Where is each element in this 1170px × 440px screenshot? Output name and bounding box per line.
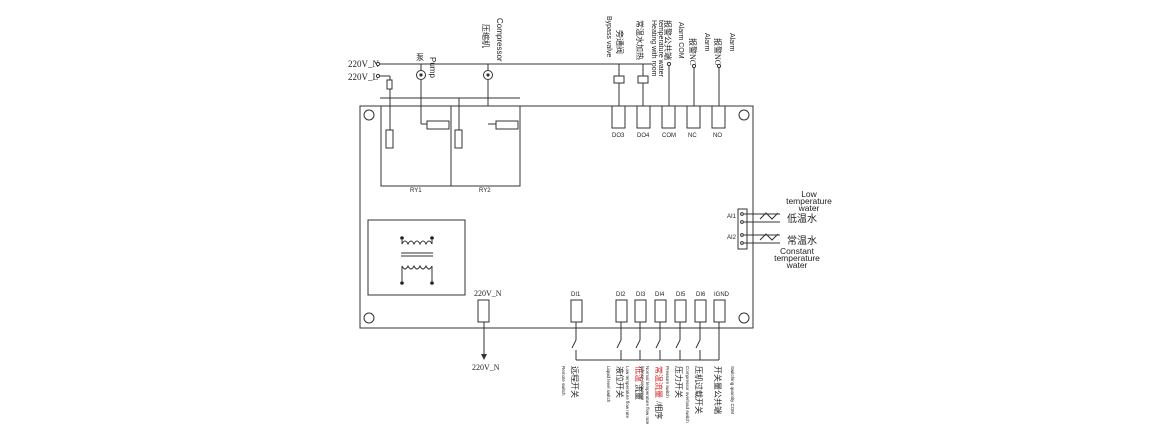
heating-label-en-1: Heating with room [650,20,657,77]
terminal-do4-label: DO4 [637,133,650,139]
terminal-do4 [636,105,651,129]
relay-ry1-label: RY1 [410,188,422,194]
terminal-ignd [713,299,726,323]
ry1-coil [385,129,394,149]
ry2-coil [454,129,463,149]
terminal-di3 [634,299,647,323]
terminal-ai2-label: AI2 [727,235,737,241]
terminal-di4 [654,299,667,323]
low-temp-sensor-icon [759,212,779,220]
terminal-di2-label: DI2 [616,292,626,298]
terminal-di1 [570,299,583,323]
normal-flow-label-cn: /相序 [654,401,664,419]
heater-coil [637,75,649,84]
bypass-valve-coil [613,75,625,84]
terminal-com [661,105,676,129]
terminal-di1-label: DI1 [571,292,581,298]
terminal-no [711,105,726,129]
normal-flow-label-en-1: Normal temperature flow rate [645,366,650,425]
terminal-di5 [674,299,687,323]
pressure-switch-label-en: Pressure switch [665,366,670,398]
compressor-label-cn: 压缩机 [481,24,491,48]
analog-terminal-block [737,208,748,250]
terminal-di3-label: DI3 [636,292,646,298]
live-terminal [375,73,381,79]
terminal-nc-label: NC [688,133,697,139]
terminal-do3-label: DO3 [612,133,625,139]
overload-switch-label-cn: 压机过载开关 [694,366,704,414]
alarm-nc-label-cn: 报警NC [688,38,698,65]
pump-label-en: Pump [428,57,437,78]
level-switch-label-en: Liquid level switch [606,366,611,403]
level-switch-label-cn: 液位开关 [615,366,625,398]
terminal-ai1-label: AI1 [727,214,737,220]
terminal-di2 [615,299,628,323]
constant-temp-label-en-3: water [786,260,808,270]
alarm-no-label-cn: 报警NO [713,38,723,66]
overload-switch-label-en: Compressor overload switch [685,366,690,423]
terminal-di6 [694,299,707,323]
low-flow-label-cn: 流量 [634,384,644,400]
constant-temp-label-cn: 常温水 [787,234,817,247]
transformer-box [367,219,466,296]
board-supply-label: 220V_N [474,289,502,298]
terminal-do3 [611,105,626,129]
normal-flow-label-en-2: /phase sequence [640,366,645,401]
switch-common-label-en: Switching quantity COM [730,366,735,414]
heating-label-en-2: temperature water [657,20,664,77]
compressor-label-en: Compressor [495,18,504,62]
terminal-ignd-label: IGND [714,292,730,298]
mount-hole-bl [363,312,375,324]
ry2-contact [495,120,519,130]
pressure-switch-label-cn: 压力开关 [674,366,684,398]
heating-label-cn: 常温水加热 [635,20,645,60]
low-temp-label-cn: 低温水 [787,212,817,225]
low-temp-label-en-1: Low [801,189,817,199]
terminal-di4-label: DI4 [655,292,665,298]
supply-neutral-label: 220V_N [348,59,379,69]
bypass-label-en: Bypass valve [605,16,612,57]
switch-common-label-cn: 开关量公共端 [713,366,723,414]
alarm-nc-label-en: Alarm [703,33,710,51]
remote-switch-label-en: Remote switch [561,366,566,396]
low-flow-label-cn-red: 低温 [634,366,644,382]
constant-temp-label-en-2: temperature [774,253,820,263]
supply-live-label: 220V_L [348,72,378,82]
terminal-di6-label: DI6 [696,292,706,298]
relay-ry2-label: RY2 [479,188,491,194]
terminal-com-label: COM [662,133,676,139]
bypass-label-cn: 旁通阀 [615,30,625,54]
transformer-icon [400,236,434,285]
neutral-terminal [375,61,381,67]
alarm-no-label-en: Alarm [728,33,735,51]
arrow-down-icon [481,354,487,360]
low-temp-label-en-3: water [798,203,820,213]
board-supply-terminal [477,299,490,323]
ry1-contact [426,120,450,130]
mount-hole-tl [363,109,375,121]
pump-label-cn: 泵 [416,53,424,62]
low-flow-label-en: Low temperature flow rate [625,366,630,419]
alarm-com-label-cn: 报警公共端 [663,20,673,60]
terminal-no-label: NO [713,133,722,139]
bottom-supply-label: 220V_N [472,363,500,372]
alarm-com-label-en: Alarm COM [677,22,684,59]
di-switch-wiring [571,322,720,361]
fuse [386,79,393,90]
mount-hole-br [738,312,750,324]
terminal-nc [686,105,701,129]
terminal-di5-label: DI5 [676,292,686,298]
low-temp-label-en-2: temperature [786,196,832,206]
mount-hole-tr [738,109,750,121]
constant-temp-sensor-icon [759,233,779,241]
remote-switch-label-cn: 远程开关 [570,366,580,398]
constant-temp-label-en-1: Constant [780,246,815,256]
normal-flow-label-cn-red: 常温流量 [654,366,664,398]
